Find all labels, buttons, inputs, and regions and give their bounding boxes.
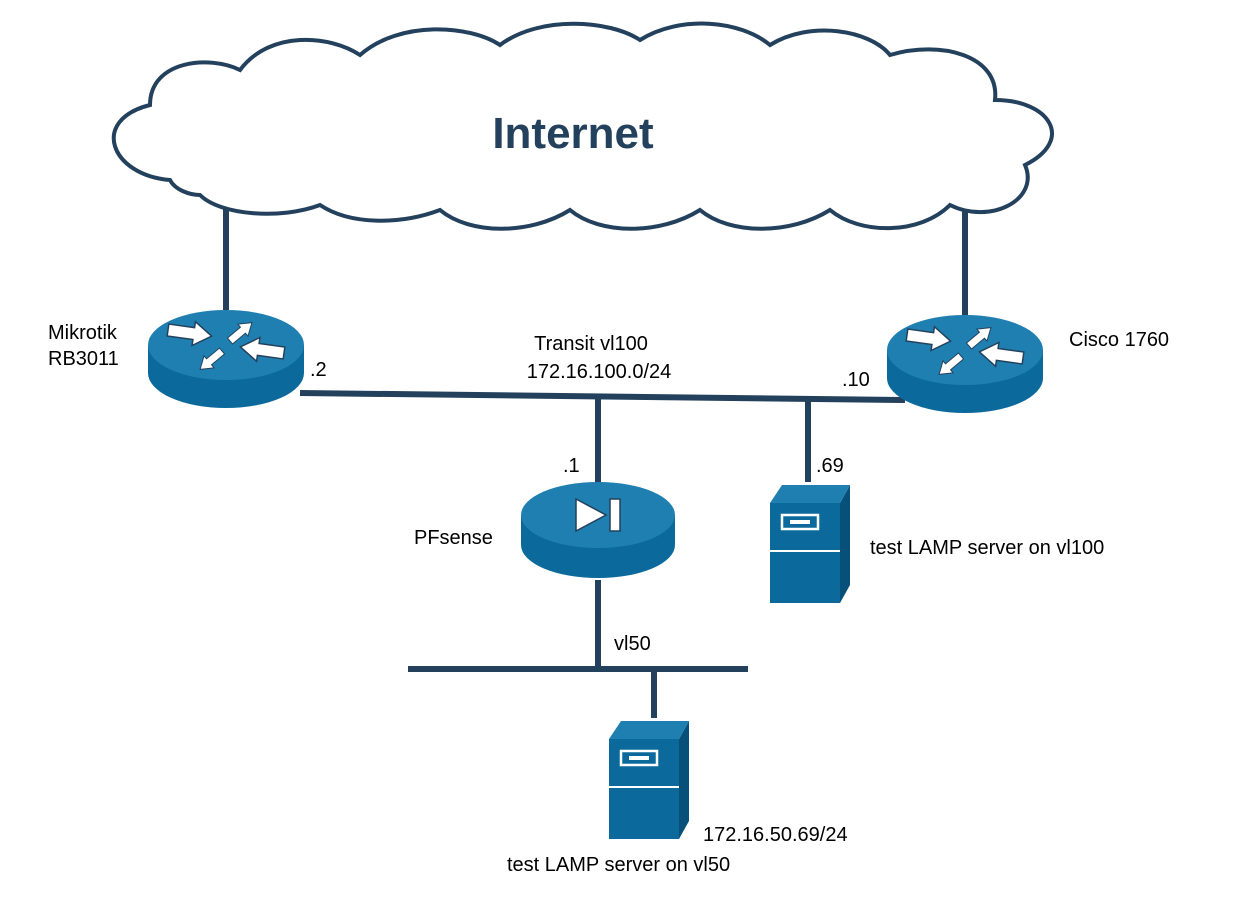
- cloud-label: Internet: [492, 109, 654, 158]
- transit-subnet: 172.16.100.0/24: [527, 361, 672, 383]
- pfsense-label: PFsense: [414, 527, 493, 549]
- links: [223, 200, 968, 718]
- labels: Mikrotik RB3011 .2 Transit vl100 172.16.…: [48, 322, 1169, 876]
- lamp50-label: test LAMP server on vl50: [507, 854, 730, 876]
- mikrotik-ip: .2: [310, 359, 327, 381]
- cisco-label: Cisco 1760: [1069, 329, 1169, 351]
- server-icon: [770, 485, 850, 603]
- mikrotik-label-line2: RB3011: [48, 348, 119, 370]
- lamp50-ip: 172.16.50.69/24: [703, 824, 848, 846]
- transit-vl100-segment: [299, 390, 906, 403]
- lamp100-ip: .69: [816, 455, 844, 477]
- lamp100-label: test LAMP server on vl100: [870, 537, 1104, 559]
- server-icon: [609, 721, 689, 839]
- vl50-label: vl50: [614, 633, 651, 655]
- transit-name: Transit vl100: [534, 333, 648, 355]
- mikrotik-label-line1: Mikrotik: [48, 322, 118, 344]
- cisco-ip: .10: [842, 369, 870, 391]
- router-icon: [887, 315, 1043, 413]
- cloud-icon: Internet: [111, 21, 1054, 231]
- pfsense-ip: .1: [563, 455, 580, 477]
- firewall-icon: [521, 482, 675, 578]
- router-icon: [148, 310, 304, 408]
